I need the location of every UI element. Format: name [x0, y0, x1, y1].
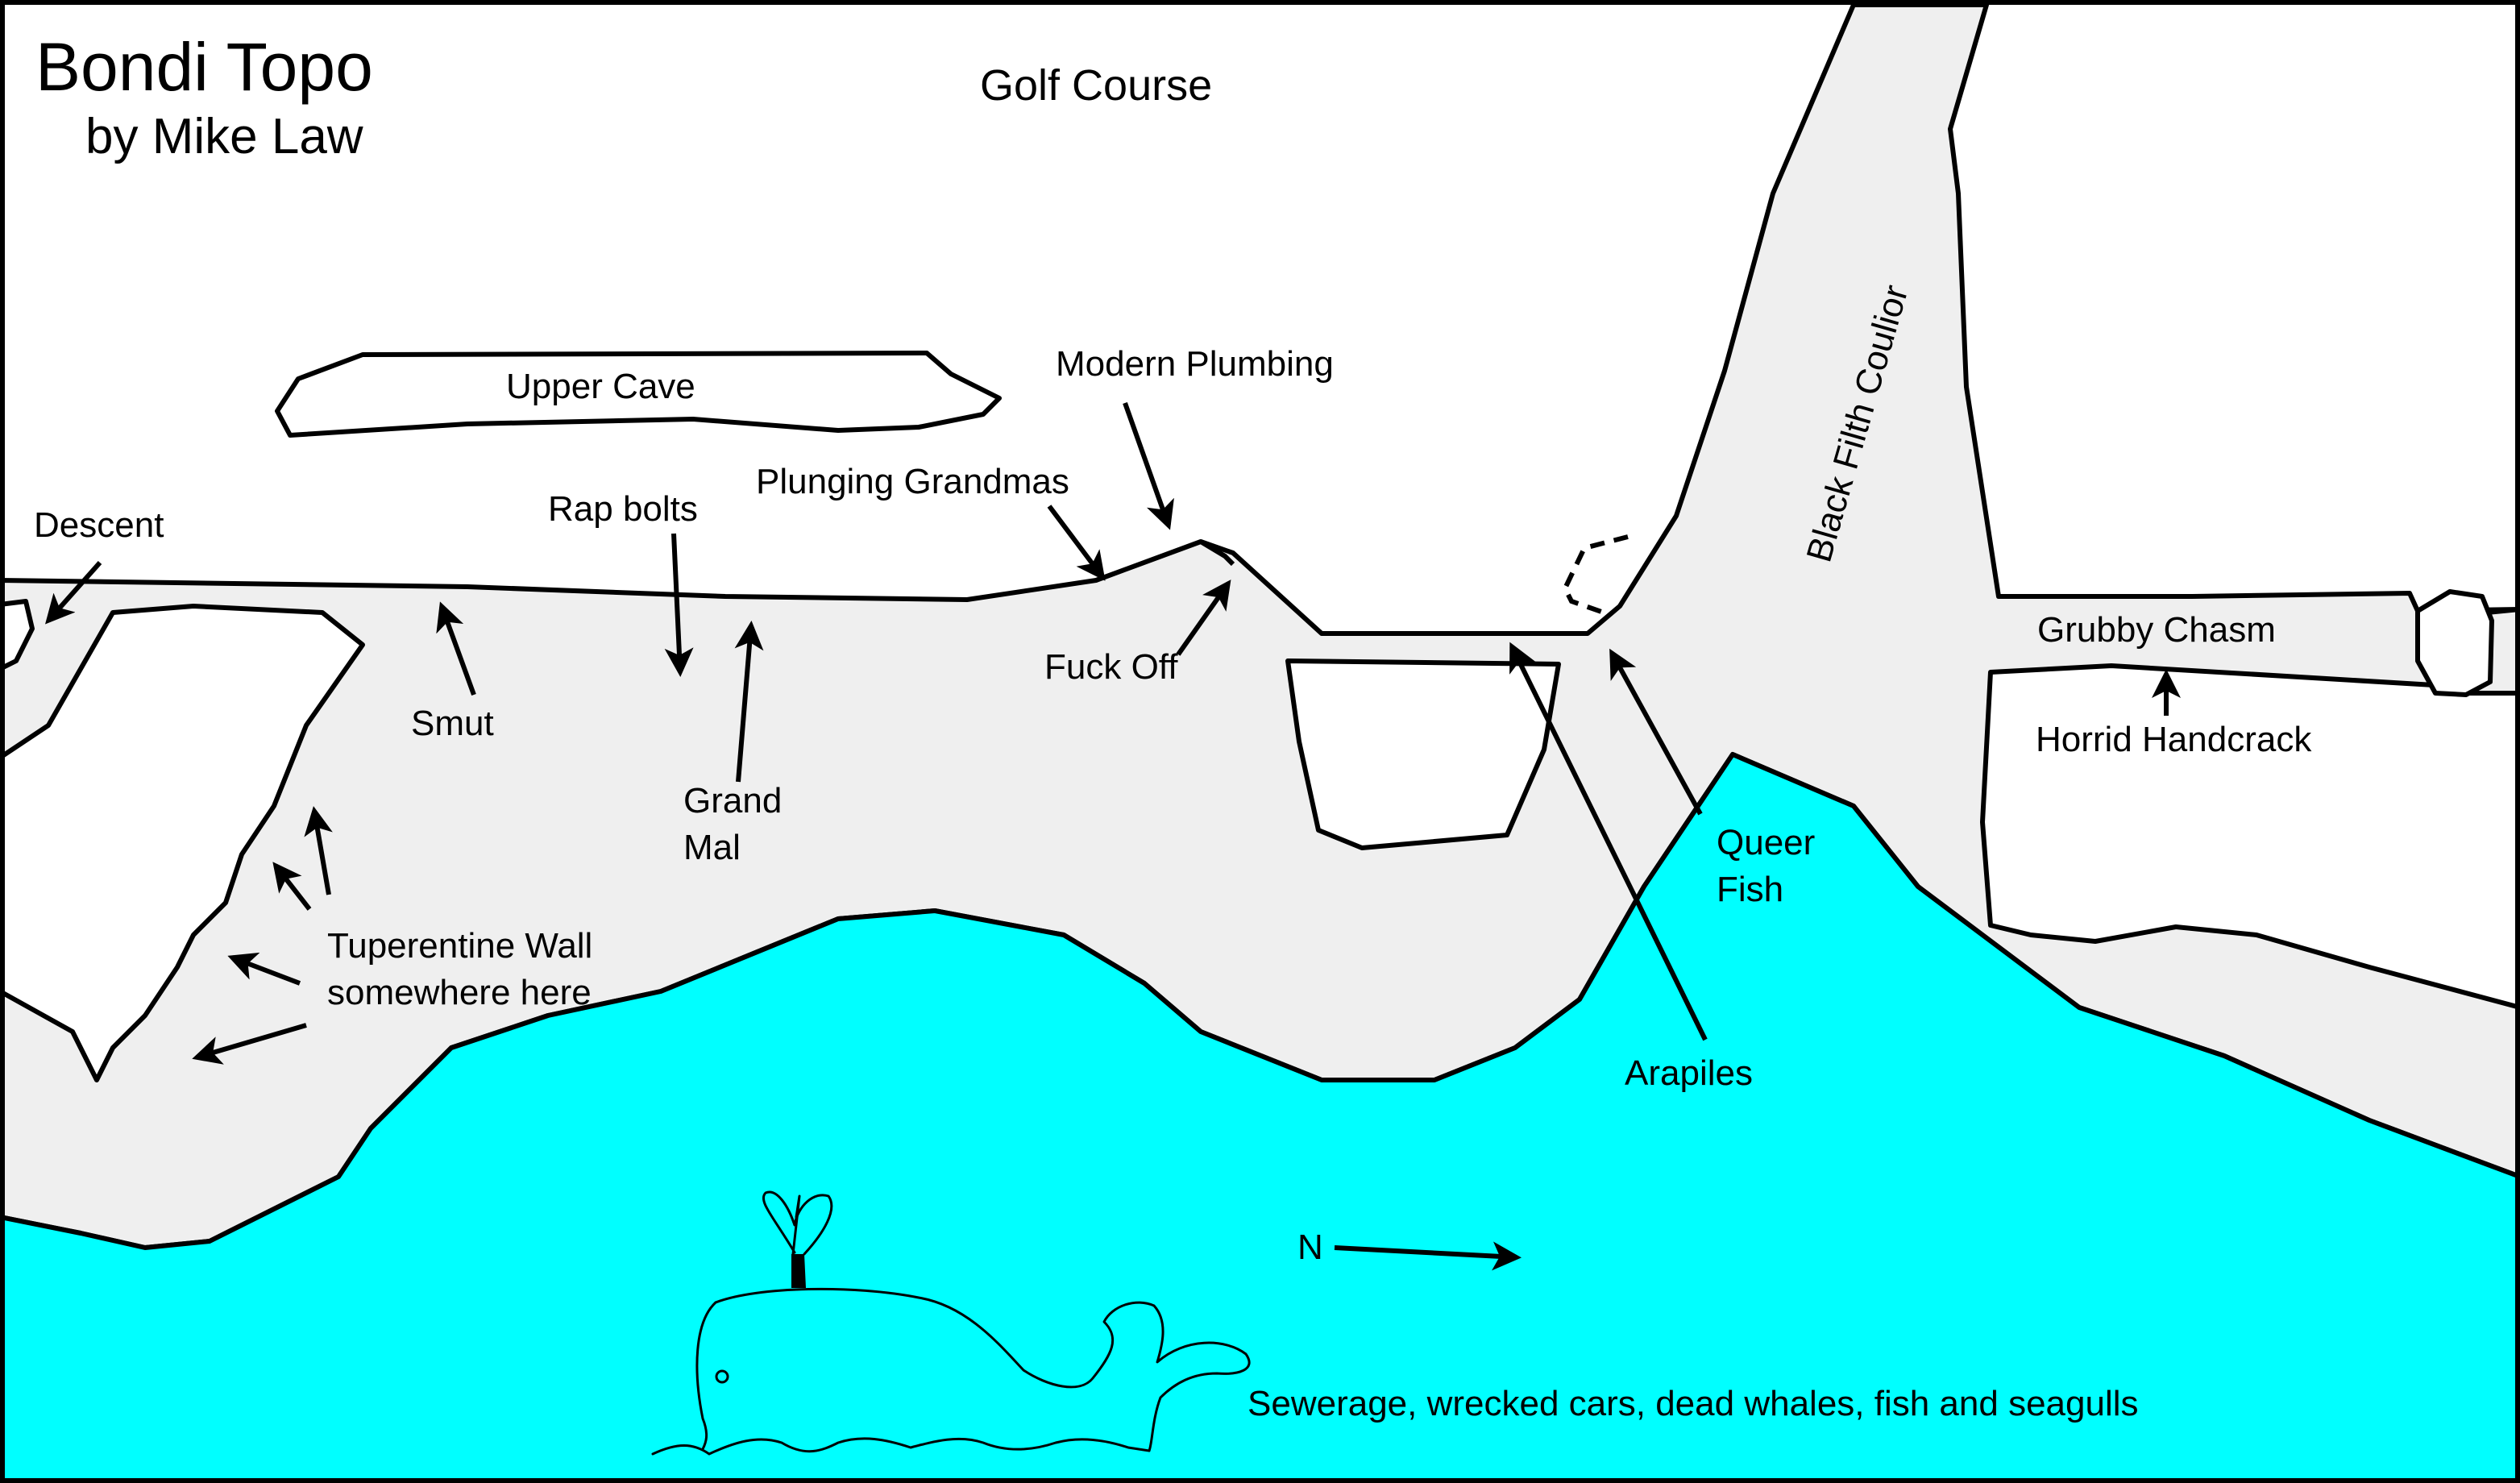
smut-arrow — [436, 601, 476, 696]
label-descent: Descent — [34, 505, 164, 545]
dashed-route — [1562, 534, 1629, 615]
cliff-edge-detail — [1199, 539, 1235, 567]
label-rap-bolts: Rap bolts — [548, 489, 698, 529]
sea-cave-block — [1285, 658, 1561, 850]
whale-icon — [651, 1190, 1251, 1456]
label-arapiles: Arapiles — [1625, 1053, 1753, 1093]
label-grand-mal-line2: Mal — [683, 828, 741, 867]
right-boulder — [2415, 589, 2494, 697]
queer-fish-arrow — [1609, 648, 1703, 816]
descent-rock — [0, 599, 35, 671]
label-golf-course: Golf Course — [980, 61, 1212, 110]
label-north: N — [1297, 1228, 1323, 1267]
label-grand-mal-line1: Grand — [683, 781, 782, 820]
rap-bolts-arrow — [664, 533, 694, 677]
label-plunging-grandmas: Plunging Grandmas — [756, 462, 1069, 501]
tuperentine-arrow-1 — [304, 806, 333, 895]
label-modern-plumbing: Modern Plumbing — [1056, 344, 1334, 384]
route-arrows — [45, 401, 2181, 1065]
plunging-grandmas-arrow — [1047, 505, 1106, 581]
map-author: by Mike Law — [85, 109, 363, 164]
upper-cave — [275, 351, 1002, 438]
label-tuperentine-line2: somewhere here — [327, 973, 592, 1012]
right-boulder-line — [2486, 607, 2520, 615]
label-grubby-chasm: Grubby Chasm — [2037, 610, 2276, 650]
map-title: Bondi Topo — [35, 29, 373, 105]
arapiles-arrow — [1509, 642, 1708, 1041]
grand-mal-arrow — [734, 621, 764, 783]
sea — [0, 752, 2520, 1483]
north-arrow-icon — [1334, 1241, 1522, 1271]
label-horrid-handcrack: Horrid Handcrack — [2036, 720, 2312, 759]
whale-spout — [791, 1254, 806, 1288]
tuperentine-arrow-4 — [192, 1023, 307, 1065]
left-land-block — [0, 604, 365, 1082]
modern-plumbing-arrow — [1123, 401, 1174, 530]
descent-arrow — [45, 561, 102, 625]
label-sea-note: Sewerage, wrecked cars, dead whales, fis… — [1248, 1384, 2139, 1423]
label-queer-fish-line1: Queer — [1717, 823, 1815, 862]
label-smut: Smut — [411, 704, 494, 743]
tuperentine-arrow-2 — [272, 862, 312, 911]
label-upper-cave: Upper Cave — [506, 367, 695, 406]
label-queer-fish-line2: Fish — [1717, 870, 1783, 909]
label-tuperentine-line1: Tuperentine Wall — [327, 926, 592, 966]
fuck-off-arrow — [1176, 579, 1231, 656]
tuperentine-arrow-3 — [227, 952, 301, 986]
label-fuck-off: Fuck Off — [1044, 647, 1178, 687]
